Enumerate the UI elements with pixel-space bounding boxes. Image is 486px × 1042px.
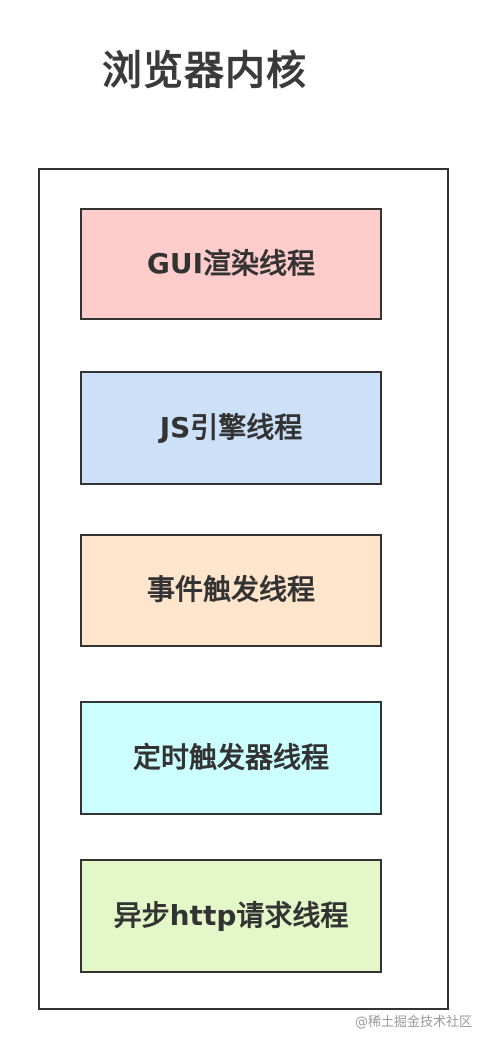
thread-label: JS引擎线程 bbox=[159, 410, 303, 444]
thread-box-event-trigger: 事件触发线程 bbox=[80, 534, 382, 647]
thread-label: 异步http请求线程 bbox=[113, 898, 349, 932]
thread-label: GUI渲染线程 bbox=[146, 246, 316, 280]
thread-box-js-engine: JS引擎线程 bbox=[80, 371, 382, 485]
thread-label: 事件触发线程 bbox=[146, 573, 315, 607]
thread-label: 定时触发器线程 bbox=[132, 740, 329, 774]
thread-box-gui-render: GUI渲染线程 bbox=[80, 208, 382, 320]
watermark: @稀土掘金技术社区 bbox=[354, 1015, 472, 1030]
thread-box-async-http: 异步http请求线程 bbox=[80, 859, 382, 973]
diagram-title: 浏览器内核 bbox=[102, 48, 307, 94]
thread-box-timer-trigger: 定时触发器线程 bbox=[80, 701, 382, 815]
